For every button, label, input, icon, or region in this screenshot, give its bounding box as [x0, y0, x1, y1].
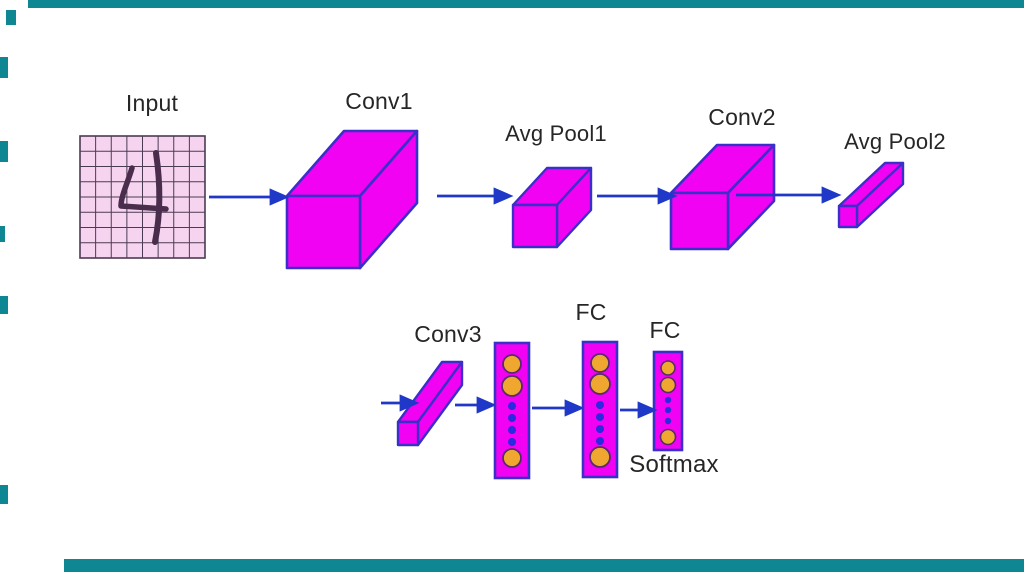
neuron-orange — [502, 448, 522, 468]
conv2-box — [669, 143, 776, 251]
neuron-dot — [596, 401, 604, 409]
neuron-dot — [508, 426, 516, 434]
neuron-dot — [508, 438, 516, 446]
label-fc2: FC — [649, 317, 681, 343]
fc-column-2 — [581, 340, 619, 479]
neuron-orange — [659, 428, 677, 446]
neuron-orange — [502, 354, 522, 374]
neuron-dot — [596, 425, 604, 433]
label-conv1: Conv1 — [345, 88, 413, 114]
label-conv3: Conv3 — [414, 321, 482, 347]
neuron-orange — [589, 373, 611, 395]
neuron-orange — [590, 353, 610, 373]
arrow-avgpool1-conv2 — [597, 187, 678, 205]
neuron-dot — [664, 406, 672, 414]
arrow-fc2-fc3 — [620, 401, 658, 419]
neuron-dot — [664, 417, 672, 425]
left-edge-mark — [6, 10, 16, 25]
arrow-conv1-avgpool1 — [437, 187, 514, 205]
neuron-orange — [659, 376, 677, 394]
neuron-dot — [508, 414, 516, 422]
conv1-box — [285, 129, 419, 270]
label-avg-pool2: Avg Pool2 — [844, 129, 946, 154]
neuron-dot — [596, 413, 604, 421]
digit-4 — [118, 150, 169, 245]
fc-column-3 — [652, 350, 684, 452]
neuron-dot — [508, 402, 516, 410]
arrow-conv3-fc1 — [455, 396, 497, 414]
fc-column-1 — [493, 341, 531, 480]
top-edge-bar — [28, 0, 1024, 8]
bottom-edge-bar — [64, 559, 1024, 572]
arrow-into-conv3 — [381, 394, 420, 412]
left-edge-mark — [0, 57, 8, 78]
neuron-orange — [589, 446, 611, 468]
label-input: Input — [125, 90, 179, 116]
label-conv2: Conv2 — [708, 104, 776, 130]
avgpool2-box — [837, 161, 905, 229]
avgpool1-box — [511, 166, 593, 249]
left-edge-mark — [0, 485, 8, 504]
input-grid — [79, 135, 206, 259]
left-edge-mark — [0, 226, 5, 242]
arrow-fc1-fc2 — [532, 399, 585, 417]
neuron-dot — [664, 396, 672, 404]
left-edge-mark — [0, 296, 8, 314]
arrow-conv2-avgpool2 — [736, 186, 842, 204]
label-softmax: Softmax — [629, 451, 719, 478]
neuron-dot — [596, 437, 604, 445]
arrow-input-conv1 — [209, 188, 290, 206]
left-edge-mark — [0, 141, 8, 162]
conv3-box — [396, 360, 464, 447]
neuron-orange — [501, 375, 523, 397]
label-fc1: FC — [575, 299, 607, 325]
label-avg-pool1: Avg Pool1 — [505, 121, 607, 146]
neuron-orange — [660, 360, 676, 376]
